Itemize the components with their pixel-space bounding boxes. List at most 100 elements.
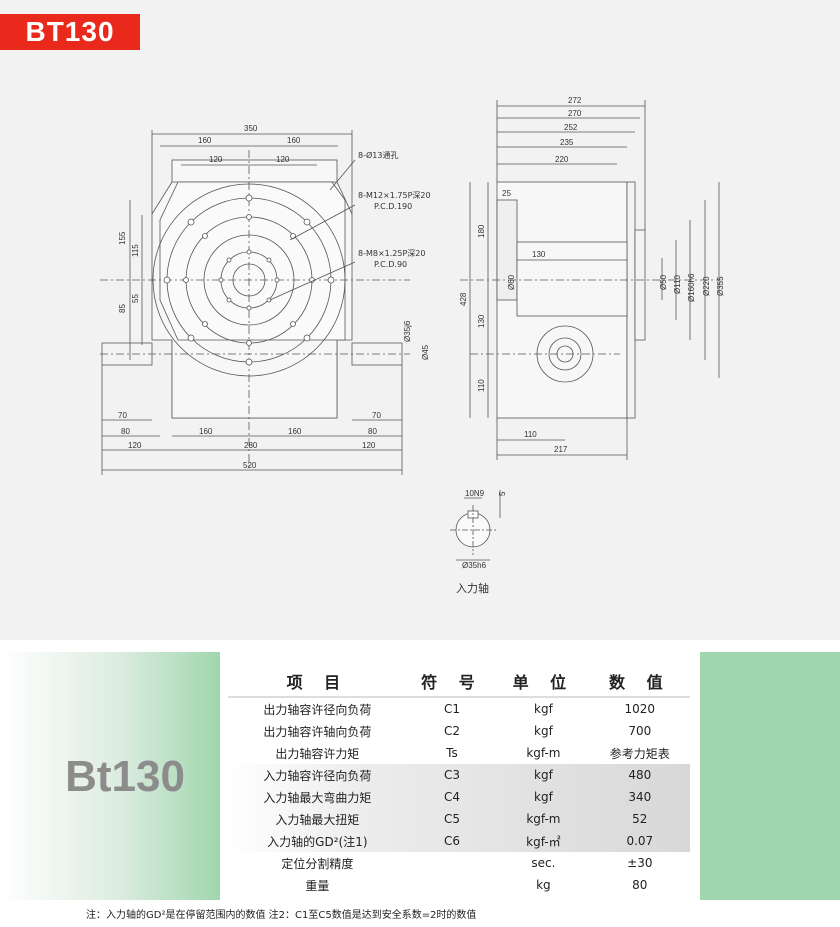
cell-item: 入力轴容许径向负荷 [263, 768, 372, 783]
dim-160-bottom-left: 160 [199, 427, 213, 436]
dim-phi35j6: Ø35j6 [403, 320, 412, 342]
cell-value: 700 [628, 724, 652, 738]
dim-phi110: Ø110 [673, 274, 682, 294]
table-row: 出力轴容许径向负荷 C1 kgf 1020 [228, 697, 690, 720]
dim-55: 55 [131, 294, 140, 303]
dim-120-right: 120 [276, 155, 290, 164]
table-row: 出力轴容许轴向负荷 C2 kgf 700 [228, 720, 690, 742]
cell-symbol: C1 [443, 702, 460, 716]
dim-phi45: Ø45 [421, 344, 430, 360]
cell-value: 340 [628, 790, 652, 804]
spec-table: 项 目 符 号 单 位 数 值 出力轴容许径向负荷 C1 kgf 1020 出力… [228, 666, 690, 896]
cell-value: ±30 [627, 856, 653, 870]
cell-unit: kgf [534, 702, 553, 716]
cell-item: 入力轴最大扭矩 [275, 812, 360, 827]
dim-phi220: Ø220 [702, 276, 711, 296]
cell-symbol: C3 [443, 768, 460, 782]
note-pcd90: P.C.D.90 [374, 260, 407, 269]
dim-70-right: 70 [372, 411, 381, 420]
dim-130-vertical: 130 [477, 314, 486, 328]
cell-item: 出力轴容许径向负荷 [263, 702, 372, 717]
cell-symbol: C2 [443, 724, 460, 738]
header-item: 项 目 [286, 673, 349, 692]
note-m8-tap: 8-M8×1.25P深20 [358, 249, 426, 258]
cell-symbol: C4 [443, 790, 460, 804]
dim-70-left: 70 [118, 411, 127, 420]
dim-160-left: 160 [198, 136, 212, 145]
model-tag: BT130 [0, 14, 140, 50]
dim-160-bottom-right: 160 [288, 427, 302, 436]
dim-phi160h6: Ø160h6 [687, 273, 696, 302]
cell-item: 出力轴容许轴向负荷 [263, 724, 372, 739]
dim-272: 272 [568, 96, 582, 105]
dim-115: 115 [131, 244, 140, 257]
dim-155: 155 [118, 231, 127, 245]
cell-unit: kgf [534, 724, 553, 738]
table-row: 入力轴最大弯曲力矩 C4 kgf 340 [228, 786, 690, 808]
dim-520: 520 [243, 461, 257, 470]
cell-symbol [407, 874, 497, 896]
dim-180: 180 [477, 224, 486, 238]
dim-phi35h6: Ø35h6 [462, 561, 487, 570]
dim-280: 280 [244, 441, 258, 450]
dim-25: 25 [502, 189, 511, 198]
cell-value: 52 [632, 812, 648, 826]
cell-unit: kgf-m [526, 812, 561, 826]
dim-428: 428 [459, 292, 468, 306]
cell-item: 入力轴最大弯曲力矩 [263, 790, 372, 805]
cell-item: 定位分割精度 [281, 856, 354, 871]
cell-value: 80 [632, 878, 648, 892]
series-label: Bt130 [65, 752, 185, 801]
dim-phi60: Ø60 [507, 274, 516, 290]
note-pcd190: P.C.D.190 [374, 202, 412, 211]
header-value: 数 值 [609, 673, 671, 692]
cell-symbol [407, 852, 497, 874]
dim-350: 350 [244, 124, 258, 133]
cell-unit: kgf-㎡ [526, 834, 561, 849]
cell-item: 入力轴的GD²(注1) [267, 834, 368, 849]
dim-120-bottom-left: 120 [128, 441, 142, 450]
dim-110-horizontal: 110 [524, 430, 537, 439]
footnote: 注：入力轴的GD²是在停留范围内的数值 注2：C1至C5数值是达到安全系数=2时… [86, 910, 477, 921]
cell-value: 参考力矩表 [609, 746, 670, 761]
dim-80-right: 80 [368, 427, 377, 436]
dim-80-left: 80 [121, 427, 130, 436]
header-unit: 单 位 [512, 673, 575, 692]
cell-value: 1020 [624, 702, 656, 716]
dim-235: 235 [560, 138, 574, 147]
note-through-holes: 8-Ø13通孔 [358, 150, 398, 160]
dim-110-vertical: 110 [477, 379, 486, 392]
dim-270: 270 [568, 109, 582, 118]
dim-10n9: 10N9 [465, 489, 485, 498]
left-panel [0, 652, 220, 900]
shaft-caption: 入力轴 [456, 581, 489, 595]
table-header-row: 项 目 符 号 单 位 数 值 [228, 666, 690, 697]
header-symbol: 符 号 [421, 673, 483, 692]
dim-phi50: Ø50 [659, 274, 668, 290]
dim-120-bottom-right: 120 [362, 441, 376, 450]
dim-5: 5 [498, 491, 507, 496]
dim-217: 217 [554, 445, 568, 454]
cell-unit: kgf [534, 790, 553, 804]
cell-symbol: C6 [443, 834, 460, 848]
table-row: 入力轴最大扭矩 C5 kgf-m 52 [228, 808, 690, 830]
drawing-area: 350 160 160 120 120 155 115 85 55 70 80 … [0, 0, 840, 640]
dim-160-right: 160 [287, 136, 301, 145]
cell-value: 480 [628, 768, 652, 782]
dim-130-horizontal: 130 [532, 250, 546, 259]
cell-item: 出力轴容许力矩 [275, 746, 360, 761]
cell-unit: kgf [534, 768, 553, 782]
cell-symbol: Ts [446, 746, 458, 760]
note-m12-tap: 8-M12×1.75P深20 [358, 191, 431, 200]
cell-item: 重量 [305, 878, 330, 893]
table-row: 出力轴容许力矩 Ts kgf-m 参考力矩表 [228, 742, 690, 764]
dim-85: 85 [118, 304, 127, 313]
cell-unit: kgf-m [526, 746, 561, 760]
dim-120-left: 120 [209, 155, 223, 164]
table-row: 入力轴容许径向负荷 C3 kgf 480 [228, 764, 690, 786]
table-row: 定位分割精度 sec. ±30 [228, 852, 690, 874]
dim-220: 220 [555, 155, 569, 164]
table-row: 重量 kg 80 [228, 874, 690, 896]
spec-panel: Bt130 项 目 符 号 单 位 数 值 出力轴容许径向负荷 C1 kgf 1… [0, 652, 840, 900]
technical-drawing: 350 160 160 120 120 155 115 85 55 70 80 … [100, 96, 725, 595]
